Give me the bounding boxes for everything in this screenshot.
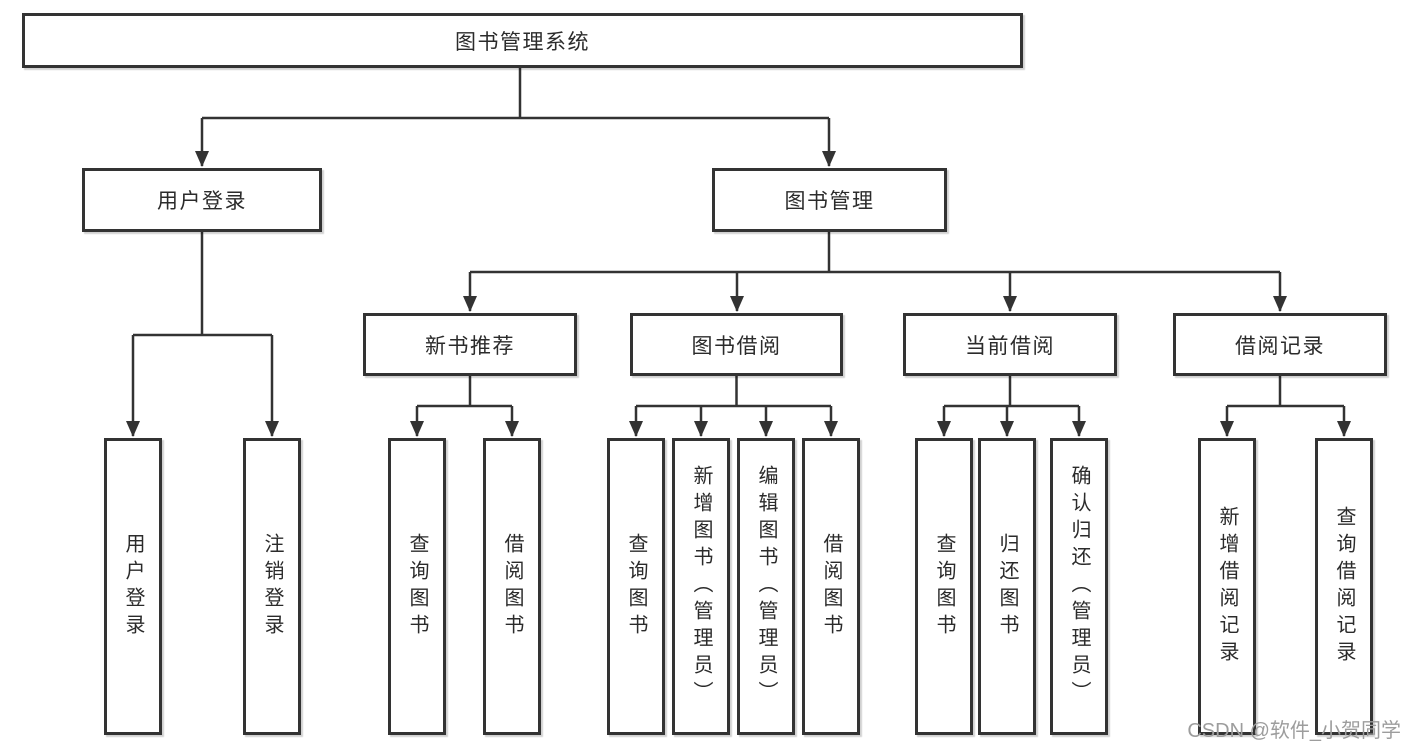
node-label: 图书管理 — [784, 190, 875, 213]
node-add-borrow-record: 新增借阅记录 — [1198, 438, 1256, 735]
node-label: 借阅记录 — [1235, 334, 1325, 358]
node-new-book-recommend: 新书推荐 — [363, 313, 577, 376]
node-book-management: 图书管理 — [712, 168, 947, 232]
node-label: 借阅图书 — [501, 532, 523, 641]
node-library-system: 图书管理系统 — [22, 13, 1023, 68]
node-label: 查询图书 — [406, 532, 428, 641]
node-edit-book-admin: 编辑图书（管理员） — [737, 438, 795, 735]
node-label: 注销登录 — [261, 532, 283, 641]
node-label: 当前借阅 — [965, 334, 1055, 358]
node-label: 查询图书 — [933, 532, 955, 641]
node-query-books-recommend: 查询图书 — [388, 438, 446, 735]
csdn-watermark: CSDN @软件_小贺同学 — [1187, 720, 1401, 742]
node-confirm-return-admin: 确认归还（管理员） — [1050, 438, 1108, 735]
node-borrowing-records: 借阅记录 — [1173, 313, 1387, 376]
node-label: 新增借阅记录 — [1216, 505, 1238, 668]
node-label: 查询借阅记录 — [1333, 505, 1355, 668]
node-label: 借阅图书 — [820, 532, 842, 641]
node-user-login-leaf: 用户登录 — [104, 438, 162, 735]
node-user-login-branch: 用户登录 — [82, 168, 322, 232]
node-borrow-books-recommend: 借阅图书 — [483, 438, 541, 735]
node-label: 编辑图书（管理员） — [755, 465, 777, 708]
node-query-books-borrow: 查询图书 — [607, 438, 665, 735]
node-label: 新书推荐 — [425, 334, 515, 358]
node-label: 归还图书 — [996, 532, 1018, 641]
node-query-books-current: 查询图书 — [915, 438, 973, 735]
node-label: 新增图书（管理员） — [690, 465, 712, 708]
node-label: 图书借阅 — [691, 334, 782, 358]
node-query-borrow-record: 查询借阅记录 — [1315, 438, 1373, 735]
node-label: 用户登录 — [157, 190, 247, 213]
node-add-book-admin: 新增图书（管理员） — [672, 438, 730, 735]
node-logout: 注销登录 — [243, 438, 301, 735]
node-label: 查询图书 — [625, 532, 647, 641]
node-label: 确认归还（管理员） — [1068, 465, 1090, 708]
connector-trunks — [133, 68, 1344, 408]
node-book-borrowing: 图书借阅 — [630, 313, 843, 376]
node-current-borrowing: 当前借阅 — [903, 313, 1117, 376]
node-label: 图书管理系统 — [455, 30, 590, 54]
node-return-book: 归还图书 — [978, 438, 1036, 735]
node-borrow-books: 借阅图书 — [802, 438, 860, 735]
node-label: 用户登录 — [122, 532, 144, 641]
